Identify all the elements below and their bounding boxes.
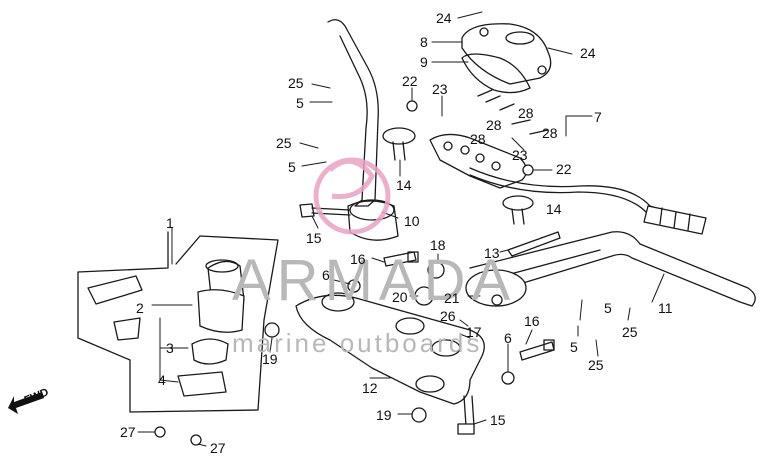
callout-26: 26 [440, 308, 456, 324]
watermark-logo [313, 157, 391, 235]
nut-19-upper [264, 322, 280, 338]
callout-16b: 16 [524, 313, 540, 329]
callout-25c: 25 [622, 324, 638, 340]
callout-23b: 23 [512, 147, 528, 163]
callout-5a: 5 [296, 95, 304, 111]
group-1-outline [77, 231, 279, 413]
callout-5c: 5 [604, 300, 612, 316]
callout-3: 3 [166, 340, 174, 356]
callout-20: 20 [392, 289, 408, 305]
callout-10: 10 [404, 213, 420, 229]
callout-24a: 24 [436, 10, 452, 26]
right-handlebar-pipe [465, 231, 756, 307]
screw-27a [154, 426, 166, 438]
watermark-brand: ARMADA [232, 248, 516, 313]
screw-22a [406, 100, 418, 112]
callout-21: 21 [444, 290, 460, 306]
cover-plate [87, 275, 143, 341]
callout-23a: 23 [432, 81, 448, 97]
gasket-9 [461, 53, 531, 94]
callout-9: 9 [420, 54, 428, 70]
fwd-arrow-icon [8, 392, 44, 414]
callout-19a: 19 [262, 351, 278, 367]
bolt-15-left [299, 203, 351, 218]
nut-19-lower [411, 407, 427, 423]
callout-7: 7 [594, 109, 602, 125]
callout-5b: 5 [288, 159, 296, 175]
callout-28c: 28 [542, 125, 558, 141]
callout-16a: 16 [350, 251, 366, 267]
top-cover-8 [461, 23, 552, 85]
bolt-16-left [383, 251, 419, 267]
bolt-16-right [519, 339, 555, 361]
callout-28b: 28 [486, 117, 502, 133]
callout-12: 12 [362, 380, 378, 396]
callout-15a: 15 [306, 230, 322, 246]
callout-25a: 25 [288, 75, 304, 91]
callout-11: 11 [658, 300, 673, 316]
bracket-4 [177, 371, 227, 397]
wire-harness [469, 167, 691, 219]
callout-27a: 27 [120, 424, 136, 440]
callout-numbers: 24 8 24 9 25 5 22 23 7 28 28 28 28 25 5 … [120, 10, 673, 456]
watermark-tagline: marine outboards [232, 328, 482, 358]
band-13 [507, 231, 561, 257]
callout-6b: 6 [504, 330, 512, 346]
ignition-switch-2 [197, 259, 245, 333]
cap-14-right [502, 195, 534, 225]
callout-18: 18 [430, 237, 446, 253]
nut-6a [347, 279, 361, 293]
fwd-label: FWD [23, 386, 51, 407]
bolt-15-bottom [457, 395, 475, 435]
callout-13: 13 [484, 245, 500, 261]
screw-27b [190, 434, 202, 446]
callout-25b: 25 [276, 135, 292, 151]
callout-14a: 14 [396, 177, 412, 193]
upper-holder-7 [429, 89, 549, 189]
callout-1: 1 [166, 215, 174, 231]
callout-4: 4 [158, 372, 166, 388]
callout-25d: 25 [588, 357, 604, 373]
callout-24b: 24 [580, 45, 596, 61]
switch-body-3 [191, 338, 229, 365]
callout-19b: 19 [376, 407, 392, 423]
callout-15b: 15 [490, 412, 506, 428]
nut-6b [501, 371, 515, 385]
screw-22b [522, 164, 534, 176]
callout-27b: 27 [210, 440, 226, 456]
callout-28d: 28 [470, 131, 486, 147]
connector [643, 205, 707, 235]
callout-22a: 22 [402, 73, 418, 89]
nut-18 [427, 261, 445, 279]
callout-14b: 14 [546, 201, 562, 217]
callout-2: 2 [136, 300, 144, 316]
callout-28a: 28 [518, 105, 534, 121]
callout-17: 17 [466, 324, 482, 340]
callout-22b: 22 [556, 161, 572, 177]
lower-holder-12 [295, 292, 485, 405]
cap-14-upper [382, 127, 416, 161]
callout-8: 8 [420, 34, 428, 50]
callout-5d: 5 [570, 339, 578, 355]
callout-6a: 6 [322, 267, 330, 283]
leader-lines [137, 11, 665, 447]
